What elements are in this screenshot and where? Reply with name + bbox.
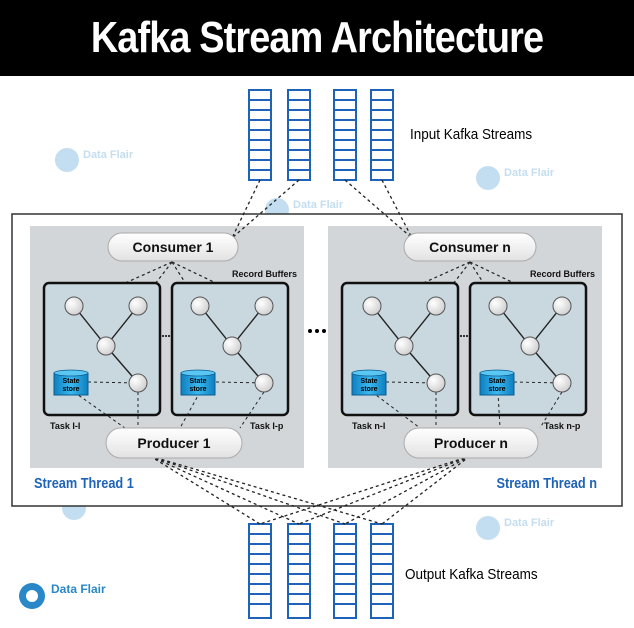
task-1-1: State store [42, 281, 162, 429]
record-buffers-label: Record Buffers [232, 269, 297, 279]
processor-node [426, 296, 446, 316]
input-streams-label: Input Kafka Streams [410, 126, 532, 143]
task-ellipsis [460, 335, 468, 337]
consumer-n: Consumer n [403, 232, 537, 262]
task-label: Task n-I [352, 421, 385, 431]
title-bar: Kafka Stream Architecture [0, 0, 634, 76]
architecture-diagram: Data Flair Data Flair Data Flair Data Fl… [11, 89, 623, 619]
processor-node [254, 296, 274, 316]
processor-node [64, 296, 84, 316]
state-store-icon: State store [180, 369, 216, 396]
state-store-label: State [189, 378, 206, 385]
stream-thread-n: State store Task n-I [340, 232, 597, 491]
watermark-text: Data Flair [504, 517, 555, 529]
processor-node [362, 296, 382, 316]
output-streams-label: Output Kafka Streams [405, 566, 538, 583]
processor-node [190, 296, 210, 316]
input-stream-3 [333, 89, 357, 181]
watermark-logo: Data Flair [476, 166, 555, 190]
input-stream-2 [287, 89, 311, 181]
input-connectors [231, 179, 413, 239]
producer-n-label: Producer n [434, 435, 508, 451]
state-store-label: store [189, 386, 206, 393]
processor-node [426, 373, 446, 393]
producer-1-label: Producer 1 [137, 435, 210, 451]
processor-node [394, 336, 414, 356]
processor-node [520, 336, 540, 356]
task-ellipsis [162, 335, 170, 337]
consumer-1-label: Consumer 1 [133, 239, 214, 255]
watermark-text: Data Flair [504, 167, 555, 179]
output-stream-4 [370, 523, 394, 619]
stream-thread-1: State store Task I-I [34, 232, 297, 491]
state-store-icon: State store [53, 369, 89, 396]
task-label: Task n-p [544, 421, 581, 431]
record-buffers-label: Record Buffers [530, 269, 595, 279]
task-n-p: State store [468, 281, 588, 429]
output-stream-1 [248, 523, 272, 619]
consumer-n-label: Consumer n [429, 239, 511, 255]
output-stream-3 [333, 523, 357, 619]
logo-text: Data Flair [51, 582, 106, 596]
processor-node [128, 373, 148, 393]
state-store-label: store [488, 386, 505, 393]
task-label: Task I-p [250, 421, 284, 431]
task-n-1: State store [340, 281, 460, 429]
state-store-icon: State store [479, 369, 515, 396]
state-store-label: State [62, 378, 79, 385]
page-title: Kafka Stream Architecture [90, 13, 544, 62]
producer-1: Producer 1 [105, 427, 243, 459]
input-streams [248, 89, 394, 181]
thread-ellipsis [308, 329, 326, 333]
watermark-text: Data Flair [83, 149, 134, 161]
processor-node [128, 296, 148, 316]
processor-node [552, 296, 572, 316]
state-store-label: store [360, 386, 377, 393]
output-streams [248, 523, 394, 619]
watermark-logo: Data Flair [55, 148, 134, 172]
processor-node [96, 336, 116, 356]
state-store-label: State [360, 378, 377, 385]
processor-node [222, 336, 242, 356]
state-store-label: store [62, 386, 79, 393]
task-label: Task I-I [50, 421, 80, 431]
stream-thread-1-label: Stream Thread 1 [34, 474, 134, 491]
dataflair-logo: Data Flair [19, 582, 106, 609]
producer-n: Producer n [403, 427, 539, 459]
output-connectors [149, 455, 471, 525]
consumer-1: Consumer 1 [107, 232, 239, 262]
input-stream-4 [370, 89, 394, 181]
input-stream-1 [248, 89, 272, 181]
watermark-text: Data Flair [293, 199, 344, 211]
output-stream-2 [287, 523, 311, 619]
stream-thread-n-label: Stream Thread n [496, 474, 597, 491]
state-store-icon: State store [351, 369, 387, 396]
watermark-logo: Data Flair [476, 516, 555, 540]
processor-node [488, 296, 508, 316]
state-store-label: State [488, 378, 505, 385]
task-1-p: State store [170, 281, 290, 429]
processor-node [254, 373, 274, 393]
processor-node [552, 373, 572, 393]
